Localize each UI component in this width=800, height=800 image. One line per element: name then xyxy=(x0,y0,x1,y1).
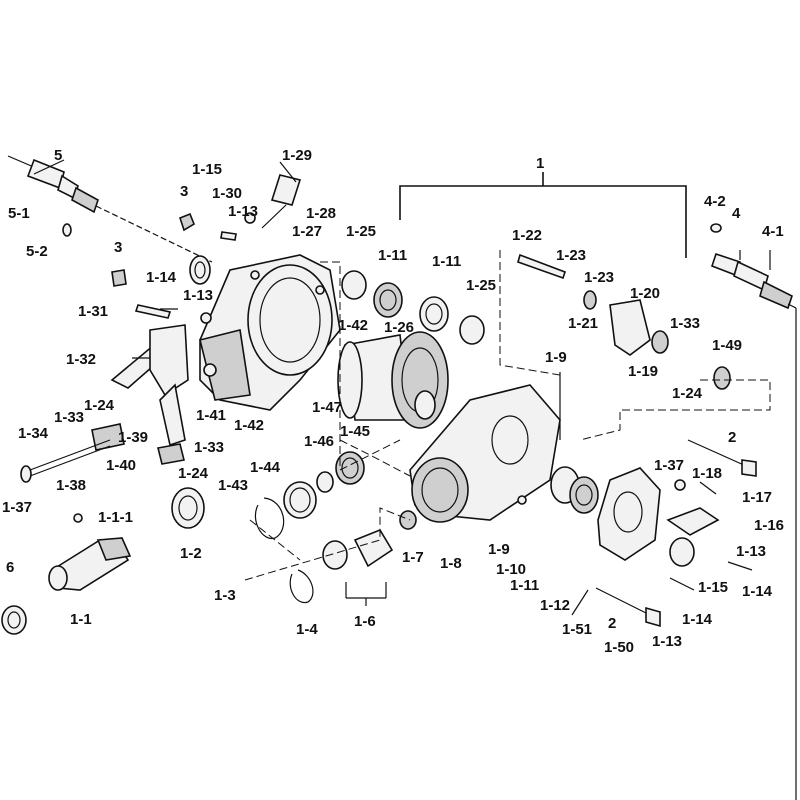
label-1-46: 1-46 xyxy=(304,433,334,450)
label-4-1: 4-1 xyxy=(762,223,784,240)
label-1-11-c: 1-11 xyxy=(510,577,539,594)
label-1-9-upper: 1-9 xyxy=(545,349,567,366)
bearing-set-1-43-1-44 xyxy=(283,451,365,519)
leader-lines xyxy=(132,161,717,616)
label-1-38: 1-38 xyxy=(56,477,86,494)
label-1: 1 xyxy=(536,155,544,172)
label-1-15-b: 1-15 xyxy=(698,579,728,596)
label-6: 6 xyxy=(6,559,14,576)
label-1-42-a: 1-42 xyxy=(338,317,368,334)
label-1-19: 1-19 xyxy=(628,363,658,380)
label-1-26: 1-26 xyxy=(384,319,414,336)
label-1-25-a: 1-25 xyxy=(346,223,376,240)
label-1-18: 1-18 xyxy=(692,465,722,482)
left-housing xyxy=(199,254,341,411)
label-1-13-d: 1-13 xyxy=(652,633,682,650)
label-1-50: 1-50 xyxy=(604,639,634,656)
right-cover xyxy=(597,467,720,567)
label-1-23-a: 1-23 xyxy=(556,247,586,264)
label-1-51: 1-51 xyxy=(562,621,592,638)
right-bearings xyxy=(550,466,599,514)
label-1-14-c: 1-14 xyxy=(682,611,713,628)
label-1-22: 1-22 xyxy=(512,227,542,244)
pinion-gear xyxy=(322,510,417,570)
label-1-44: 1-44 xyxy=(250,459,281,476)
label-1-1: 1-1 xyxy=(70,611,92,628)
label-1-6: 1-6 xyxy=(354,613,376,630)
label-1-1-1: 1-1-1 xyxy=(98,509,133,526)
label-2-b: 2 xyxy=(608,615,616,632)
label-1-24-b: 1-24 xyxy=(178,465,209,482)
label-1-49: 1-49 xyxy=(712,337,742,354)
label-1-37-a: 1-37 xyxy=(2,499,32,516)
label-2-a: 2 xyxy=(728,429,736,446)
ring-gear xyxy=(337,331,449,429)
label-1-45: 1-45 xyxy=(340,423,370,440)
label-1-21: 1-21 xyxy=(568,315,598,332)
label-1-20: 1-20 xyxy=(630,285,660,302)
label-1-39: 1-39 xyxy=(118,429,148,446)
label-1-4: 1-4 xyxy=(296,621,318,638)
label-1-17: 1-17 xyxy=(742,489,772,506)
label-1-13-a: 1-13 xyxy=(228,203,258,220)
label-1-37-b: 1-37 xyxy=(654,457,684,474)
label-1-3: 1-3 xyxy=(214,587,236,604)
label-4-2: 4-2 xyxy=(704,193,726,210)
label-1-15-a: 1-15 xyxy=(192,161,222,178)
snap-rings xyxy=(254,497,314,604)
label-5-2: 5-2 xyxy=(26,243,48,260)
label-1-31: 1-31 xyxy=(78,303,108,320)
label-1-9-lower: 1-9 xyxy=(488,541,510,558)
seal-1-2 xyxy=(171,487,205,529)
label-1-10: 1-10 xyxy=(496,561,526,578)
label-1-33-c: 1-33 xyxy=(670,315,700,332)
center-housing xyxy=(409,384,561,523)
label-1-23-b: 1-23 xyxy=(584,269,614,286)
label-1-41: 1-41 xyxy=(196,407,226,424)
label-1-29: 1-29 xyxy=(282,147,312,164)
label-1-8: 1-8 xyxy=(440,555,462,572)
shift-fork xyxy=(517,253,731,390)
output-flange xyxy=(48,513,132,591)
bolts xyxy=(595,439,757,628)
assembly-bracket xyxy=(399,172,687,258)
label-1-27: 1-27 xyxy=(292,223,322,240)
label-1-33-b: 1-33 xyxy=(194,439,224,456)
seal-6 xyxy=(1,605,27,635)
label-1-11-a: 1-11 xyxy=(378,247,407,264)
label-1-32: 1-32 xyxy=(66,351,96,368)
label-4: 4 xyxy=(732,205,741,222)
label-1-33-a: 1-33 xyxy=(54,409,84,426)
label-1-43: 1-43 xyxy=(218,477,248,494)
label-5-1: 5-1 xyxy=(8,205,30,222)
label-1-40: 1-40 xyxy=(106,457,136,474)
label-1-16: 1-16 xyxy=(754,517,784,534)
label-1-30: 1-30 xyxy=(212,185,242,202)
label-3-a: 3 xyxy=(180,183,188,200)
upper-bearings xyxy=(341,270,485,345)
label-3-b: 3 xyxy=(114,239,122,256)
label-5: 5 xyxy=(54,147,62,164)
label-1-12: 1-12 xyxy=(540,597,570,614)
label-1-24-c: 1-24 xyxy=(672,385,703,402)
axle-shaft-4 xyxy=(710,223,797,800)
label-1-14-a: 1-14 xyxy=(146,269,177,286)
label-1-7: 1-7 xyxy=(402,549,424,566)
label-1-34: 1-34 xyxy=(18,425,49,442)
label-1-47: 1-47 xyxy=(312,399,342,416)
label-1-24-a: 1-24 xyxy=(84,397,115,414)
label-1-25-b: 1-25 xyxy=(466,277,496,294)
label-1-14-b: 1-14 xyxy=(742,583,773,600)
shift-linkage xyxy=(20,324,189,483)
label-1-2: 1-2 xyxy=(180,545,202,562)
axle-shaft-5 xyxy=(7,155,213,263)
label-1-13-c: 1-13 xyxy=(736,543,766,560)
label-1-28: 1-28 xyxy=(306,205,336,222)
label-1-42-b: 1-42 xyxy=(234,417,264,434)
label-1-13-b: 1-13 xyxy=(183,287,213,304)
label-1-11-b: 1-11 xyxy=(432,253,461,270)
part-number-labels: 1 1-1 1-1-1 1-2 1-3 1-4 1-6 1-7 1-8 1-9 … xyxy=(2,147,784,656)
